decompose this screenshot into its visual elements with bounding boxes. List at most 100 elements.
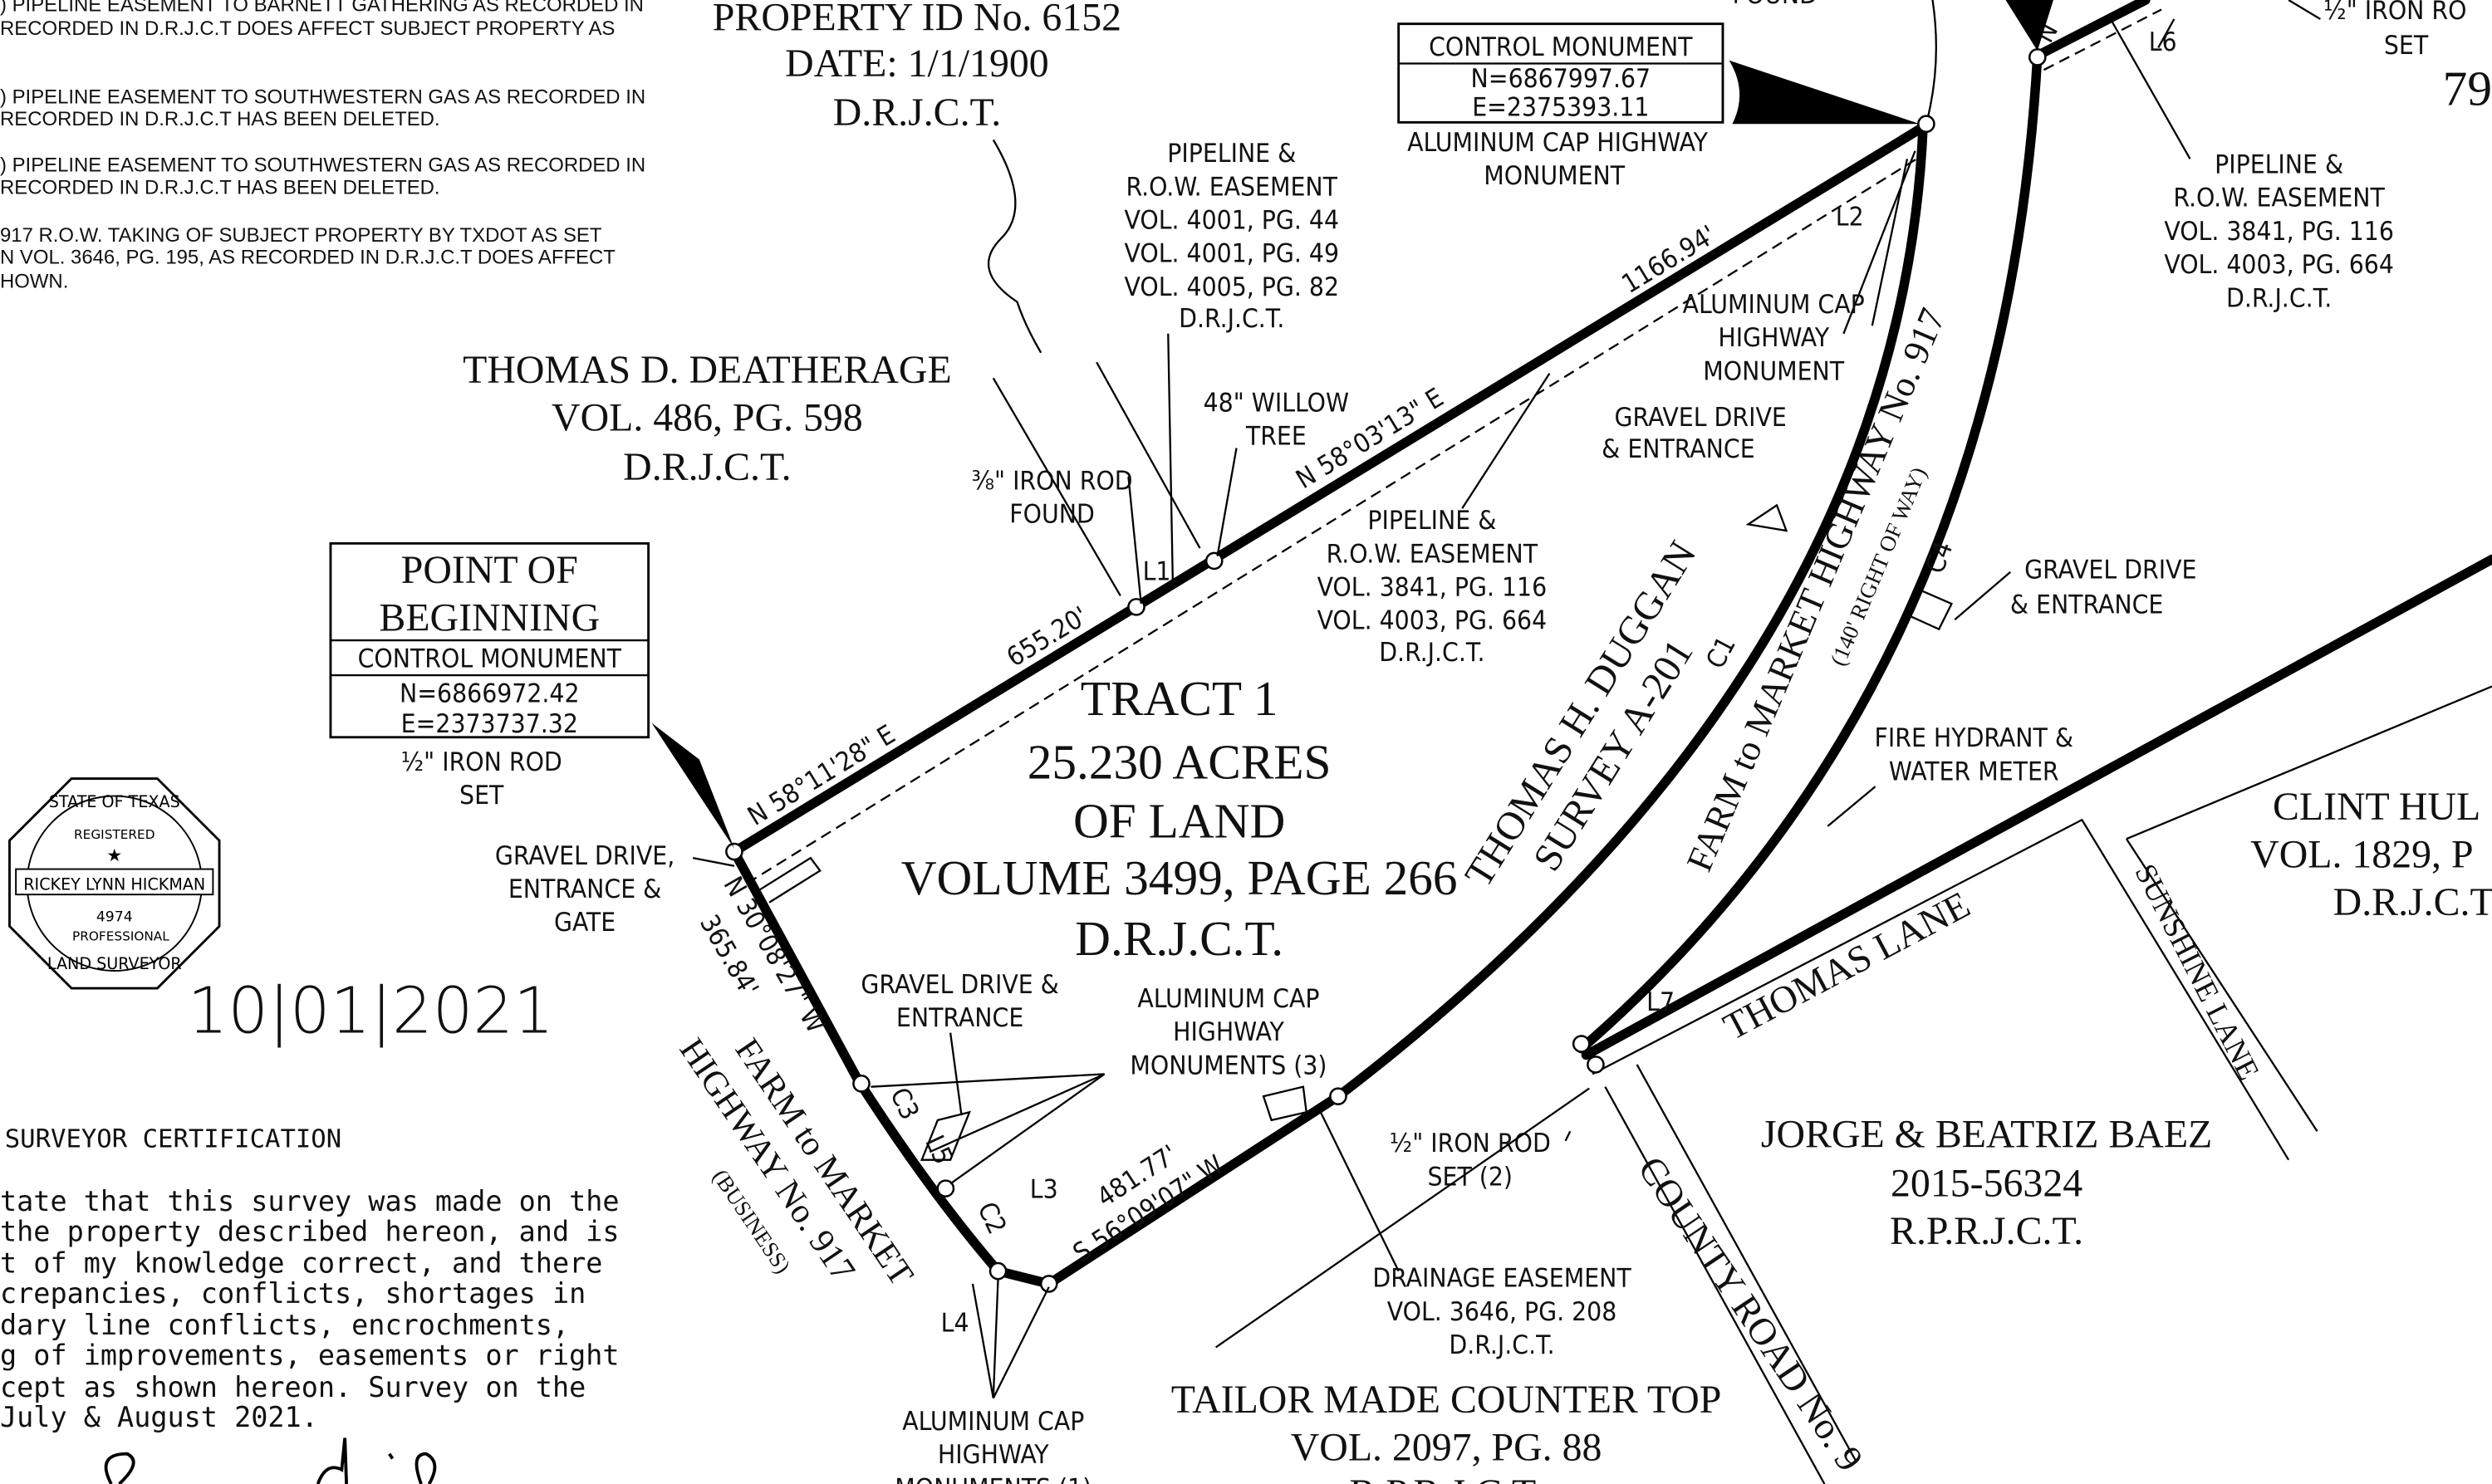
row-thin-curve bbox=[1925, 0, 1937, 125]
entrance-symbols bbox=[1745, 503, 2012, 631]
note-line: ) PIPELINE EASEMENT TO SOUTHWESTERN GAS … bbox=[0, 154, 645, 177]
certification-line: July & August 2021. bbox=[0, 1401, 318, 1433]
alum-cap-label: MONUMENTS (3) bbox=[1130, 1051, 1327, 1080]
easement-dashed-line bbox=[746, 158, 1918, 884]
point-of-beginning: POINT OF BEGINNING CONTROL MONUMENT N=68… bbox=[329, 541, 822, 938]
iron-rod-set-label: ½" IRON ROD bbox=[1390, 1129, 1551, 1158]
pob-rod: SET bbox=[459, 781, 504, 811]
note-line: HOWN. bbox=[0, 270, 68, 292]
note-line: ) PIPELINE EASEMENT TO BARNETT GATHERING… bbox=[0, 0, 644, 16]
line-label-l7: L7 bbox=[1646, 987, 1675, 1017]
alum-cap-label: HIGHWAY bbox=[1173, 1017, 1284, 1047]
label-line: PIPELINE & bbox=[2215, 150, 2343, 180]
property-header: PROPERTY ID No. 6152 DATE: 1/1/1900 D.R.… bbox=[713, 0, 1121, 135]
highway-row-north bbox=[2033, 0, 2151, 61]
certification-line: the property described hereon, and is bbox=[0, 1215, 620, 1247]
label-line: D.R.J.C.T. bbox=[623, 445, 791, 489]
note-line: RECORDED IN D.R.J.C.T DOES AFFECT SUBJEC… bbox=[0, 17, 615, 40]
note-line: RECORDED IN D.R.J.C.T HAS BEEN DELETED. bbox=[0, 176, 440, 198]
road-lines bbox=[1592, 685, 2492, 1484]
label-line: PIPELINE & bbox=[1367, 506, 1496, 536]
control-monument-n: N=6867997.67 bbox=[1471, 64, 1651, 94]
line-label-l2: L2 bbox=[1836, 203, 1864, 233]
alum-cap-label: HIGHWAY bbox=[1718, 323, 1829, 353]
east-boundary-curve bbox=[1333, 122, 1928, 1101]
label-line: D.R.J.C.T. bbox=[1179, 304, 1284, 334]
easement-dashed-line-ne bbox=[2043, 8, 2162, 71]
certification-line: dary line conflicts, encrochments, bbox=[0, 1309, 569, 1341]
signature bbox=[104, 1437, 437, 1484]
baez-parcel: JORGE & BEATRIZ BAEZ 2015-56324 R.P.R.J.… bbox=[1761, 1112, 2212, 1253]
label-line: PIPELINE & bbox=[1167, 139, 1296, 169]
gravel-drive-label: & ENTRANCE bbox=[1602, 434, 1754, 464]
leader-line bbox=[988, 139, 1042, 354]
seal-name: RICKEY LYNN HICKMAN bbox=[23, 874, 205, 894]
gravel-drive-label: GRAVEL DRIVE bbox=[1615, 403, 1787, 433]
certification-line: g of improvements, easements or right bbox=[0, 1339, 620, 1371]
found-label: FOUND bbox=[1732, 0, 1817, 10]
control-monument-title: CONTROL MONUMENT bbox=[1429, 32, 1693, 62]
label-line: VOL. 4005, PG. 82 bbox=[1125, 272, 1340, 302]
seal-state: STATE OF TEXAS bbox=[49, 792, 180, 811]
iron-rod-found-label: ⅜" IRON ROD bbox=[972, 466, 1133, 496]
ne-control-monument: CONTROL MONUMENT N=6867997.67 E=2375393.… bbox=[1397, 22, 1921, 191]
tract-volume: VOLUME 3499, PAGE 266 bbox=[901, 850, 1458, 905]
label-line: R.P.R.J.C.T. bbox=[1350, 1472, 1543, 1484]
label-line: R.P.R.J.C.T. bbox=[1890, 1209, 2083, 1253]
tailor-parcel: TAILOR MADE COUNTER TOP VOL. 2097, PG. 8… bbox=[1171, 1378, 1722, 1484]
monument-icon bbox=[1039, 1275, 1058, 1293]
label-line: JORGE & BEATRIZ BAEZ bbox=[1761, 1112, 2212, 1156]
gravel-drive-label: GATE bbox=[554, 908, 616, 938]
pointer-arrow-icon bbox=[651, 722, 734, 849]
label-line: TAILOR MADE COUNTER TOP bbox=[1171, 1378, 1722, 1422]
willow-label: TREE bbox=[1245, 422, 1307, 452]
label-line: ½" IRON RO bbox=[2323, 0, 2466, 26]
note-line: N VOL. 3646, PG. 195, AS RECORDED IN D.R… bbox=[0, 247, 616, 269]
control-monument-e: E=2375393.11 bbox=[1472, 93, 1649, 123]
thomas-lane-north-line bbox=[1581, 554, 2492, 1060]
line-label-l1: L1 bbox=[1143, 556, 1171, 586]
seal-title: LAND SURVEYOR bbox=[47, 954, 182, 973]
label-line: VOL. 4003, PG. 664 bbox=[1317, 606, 1548, 636]
iron-rod-found-label: FOUND bbox=[1009, 499, 1095, 529]
seal-number: 4974 bbox=[96, 909, 133, 926]
alum-cap-label: HIGHWAY bbox=[938, 1440, 1049, 1470]
leader-line bbox=[1461, 372, 1551, 509]
alum-cap-label: ALUMINUM CAP bbox=[1683, 290, 1865, 320]
bearing-label: N 58°11'28" E bbox=[743, 720, 900, 832]
label-line: VOL. 4001, PG. 44 bbox=[1125, 206, 1340, 236]
tract-acres: 25.230 ACRES bbox=[1028, 735, 1332, 790]
iron-rod-set-label: SET (2) bbox=[1428, 1162, 1513, 1192]
label-line: VOL. 3841, PG. 116 bbox=[1317, 572, 1548, 602]
alum-cap-label: MONUMENT bbox=[1703, 356, 1844, 386]
drainage-label: D.R.J.C.T. bbox=[1449, 1330, 1554, 1360]
signed-date: 10|01|2021 bbox=[188, 975, 554, 1049]
street-county-road: COUNTY ROAD No. 9 bbox=[1630, 1149, 1871, 1478]
lot-number: 79 bbox=[2443, 61, 2492, 115]
drainage-label: VOL. 3646, PG. 208 bbox=[1387, 1297, 1617, 1327]
alum-cap-label: MONUMENTS (1) bbox=[895, 1473, 1091, 1484]
tract-label: TRACT 1 25.230 ACRES OF LAND VOLUME 3499… bbox=[901, 671, 1458, 966]
note-line: RECORDED IN D.R.J.C.T HAS BEEN DELETED. bbox=[0, 108, 440, 130]
label-line: R.O.W. EASEMENT bbox=[1327, 539, 1538, 569]
certification-line: tate that this survey was made on the bbox=[0, 1185, 620, 1217]
label-line: D.R.J.C.T. bbox=[2226, 283, 2332, 313]
monument-icon bbox=[1587, 1055, 1605, 1074]
leader-line bbox=[1827, 786, 1876, 827]
label-line: D.R.J.C.T bbox=[2333, 880, 2492, 924]
pob-marker-icon bbox=[725, 842, 743, 861]
willow-label: 48" WILLOW bbox=[1204, 389, 1349, 419]
pipeline-easement-3: PIPELINE & R.O.W. EASEMENT VOL. 3841, PG… bbox=[1317, 506, 1548, 668]
certification-title: SURVEYOR CERTIFICATION bbox=[5, 1124, 341, 1153]
leader-line bbox=[992, 333, 1238, 605]
highway-row-curve bbox=[1576, 51, 2043, 1054]
monument-icon bbox=[1917, 115, 1935, 134]
north-boundary-line bbox=[729, 122, 1928, 857]
fire-hydrant-label: FIRE HYDRANT & bbox=[1875, 723, 2073, 753]
monument-icon bbox=[852, 1075, 871, 1093]
gravel-drive-label: GRAVEL DRIVE & bbox=[861, 970, 1058, 1000]
label-line: SET bbox=[2384, 31, 2429, 61]
line-label-l4: L4 bbox=[941, 1308, 969, 1338]
label-line: VOL. 4001, PG. 49 bbox=[1125, 239, 1340, 269]
tract-record: D.R.J.C.T. bbox=[1075, 911, 1283, 966]
